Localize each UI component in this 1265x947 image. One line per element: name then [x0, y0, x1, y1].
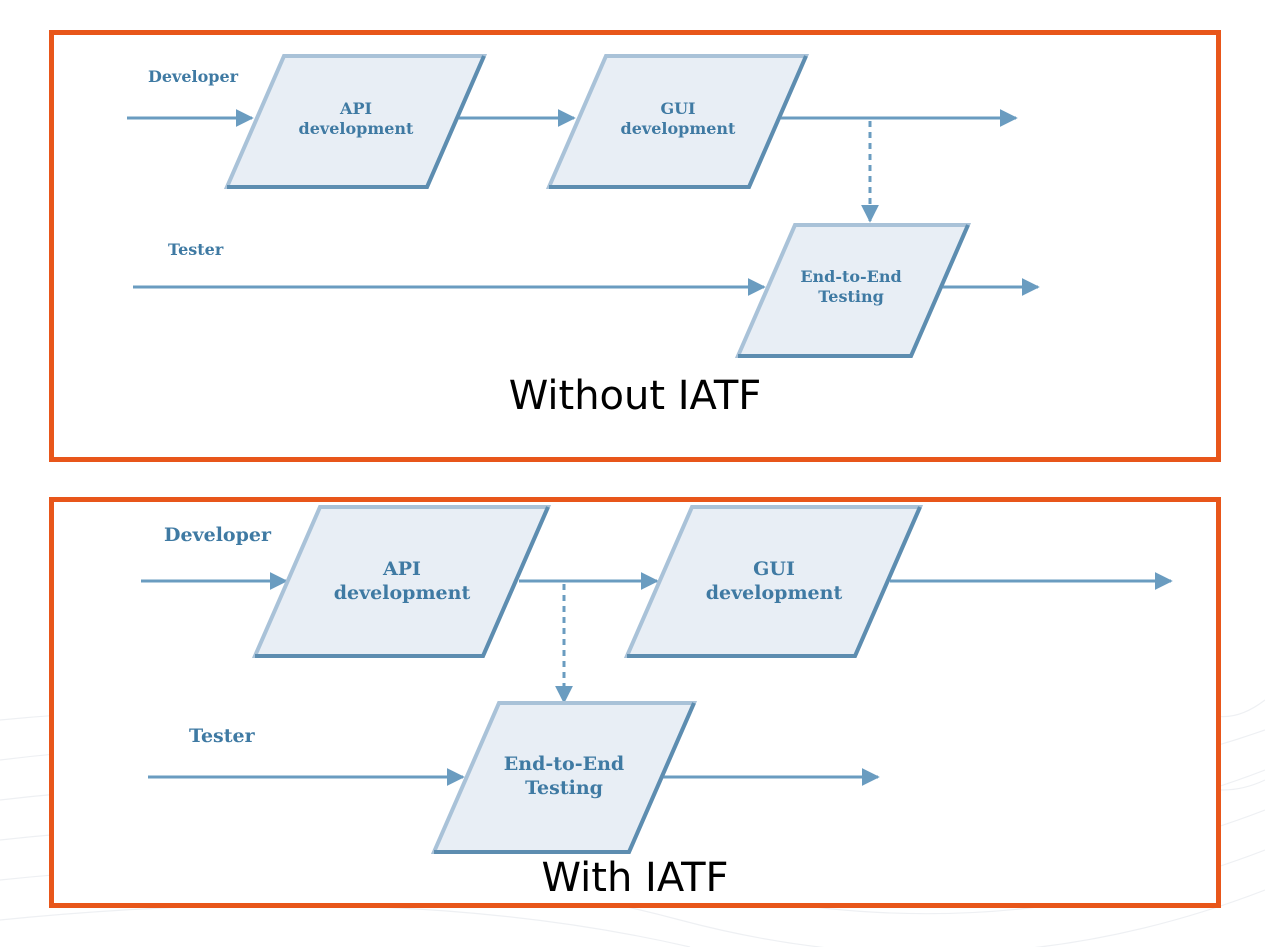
without-iatf-caption: Without IATF — [508, 373, 762, 419]
without-iatf-diagram — [127, 54, 1040, 358]
without-iatf-panel: Developer Tester API development GUI dev… — [49, 30, 1221, 462]
tester-label: Tester — [189, 725, 255, 747]
with-iatf-diagram — [141, 505, 1173, 854]
gui-development-label: GUI development — [705, 558, 843, 604]
gui-development-label: GUI development — [620, 99, 736, 138]
developer-label: Developer — [148, 67, 239, 86]
developer-label: Developer — [164, 524, 271, 546]
e2e-testing-label: End-to-End Testing — [800, 267, 902, 306]
api-development-label: API development — [298, 99, 414, 138]
tester-label: Tester — [168, 240, 224, 259]
with-iatf-caption: With IATF — [541, 855, 729, 901]
e2e-testing-label: End-to-End Testing — [503, 753, 625, 799]
api-development-label: API development — [333, 558, 471, 604]
with-iatf-panel: Developer Tester API development GUI dev… — [49, 497, 1221, 908]
